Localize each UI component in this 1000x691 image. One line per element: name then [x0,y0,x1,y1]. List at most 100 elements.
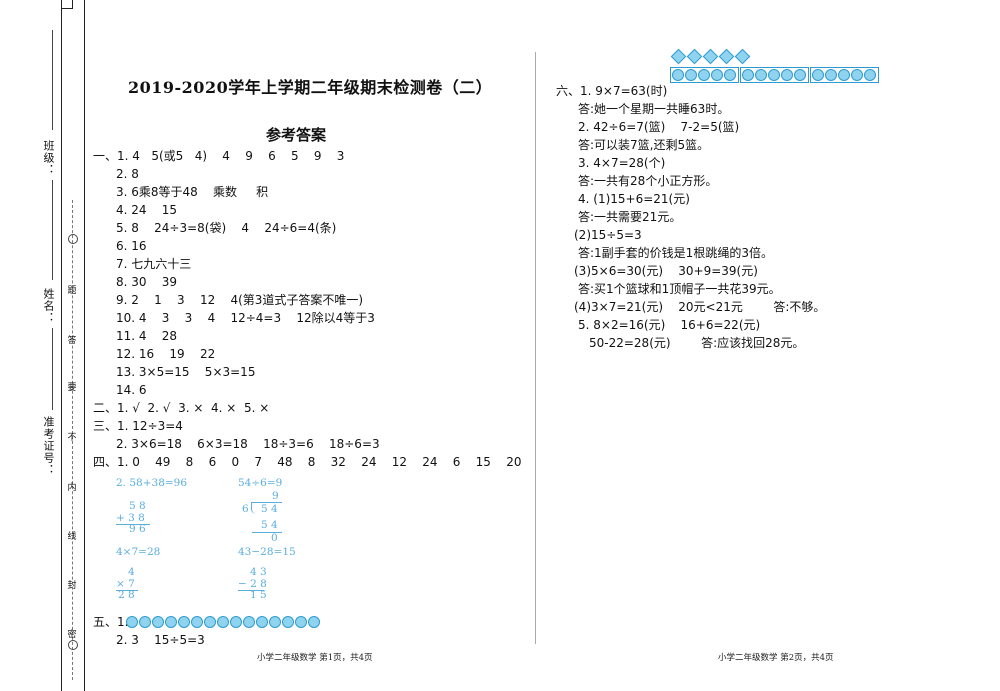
exam-id-label: 准考证号： [42,416,55,476]
answer-line: 答:一共有28个小正方形。 [578,174,718,188]
multiplication-row: × 7 [116,578,135,590]
circle-icon [308,616,320,628]
answer-line: 11. 4 28 [116,329,178,343]
seal-char: 内 [67,483,77,493]
subtraction-bar [238,590,264,591]
answer-line: 2. 8 [116,167,139,181]
name-label: 姓名： [42,288,55,324]
diamond-icon [686,48,703,65]
circle-icon [864,69,876,81]
circle-icon [165,616,177,628]
page2-footer: 小学二年级数学 第2页，共4页 [718,653,834,663]
multiplication-row: 4 [128,566,135,578]
seal-char: 不 [67,433,77,443]
seal-char: 线 [67,532,77,542]
circle-icon [742,69,754,81]
answer-line: 答:可以装7篮,还剩5篮。 [578,138,710,152]
addition-row: + 3 8 [116,512,145,524]
multiplication-bar [116,590,138,591]
seal-char: 密 [67,630,77,640]
addition-equation: 2. 58+38=96 [116,477,188,489]
answer-line: 2. 3 15÷5=3 [116,633,205,647]
answer-line: 5. 8 24÷3=8(袋) 4 24÷6=4(条) [116,221,337,235]
answer-line: 7. 七九六十三 [116,257,192,271]
circle-icon [768,69,780,81]
answer-line: 8. 30 39 [116,275,178,289]
circle-group [810,67,879,83]
seal-char: 答 [67,336,77,346]
subtraction-row: − 2 8 [238,578,267,590]
division-product: 5 4 [261,519,278,531]
answer-line: 3. 4×7=28(个) [578,156,666,170]
class-label: 班级： [42,140,55,176]
name-underline [52,180,53,280]
circle-icon [685,69,697,81]
diamond-icon [718,48,735,65]
diamond-icon [702,48,719,65]
answer-line: 3. 6乘8等于48 乘数 积 [116,185,269,199]
circle-group [740,67,809,83]
circle-icon [126,616,138,628]
answer-line: 六、1. 9×7=63(时) [556,84,668,98]
seal-char: 封 [67,581,77,591]
answer-line: 10. 4 3 3 4 12÷4=3 12除以4等于3 [116,311,375,325]
division-bar-top [252,502,282,503]
circle-icon [256,616,268,628]
seal-circle [68,234,78,244]
circle-icon [295,616,307,628]
seal-dashed-line [72,200,73,680]
answer-line: (3)5×6=30(元) 30+9=39(元) [574,264,758,278]
margin-line-left [61,0,62,691]
circle-icon [781,69,793,81]
answer-line: 五、1. [93,615,129,629]
circle-icon [724,69,736,81]
answer-line: 4. (1)15+6=21(元) [578,192,690,206]
class-underline [52,30,53,130]
circle-icon [269,616,281,628]
circle-icon [243,616,255,628]
answer-line: 二、1. √ 2. √ 3. × 4. × 5. × [93,401,270,415]
circle-icon [825,69,837,81]
circle-icon [812,69,824,81]
diamond-icon [670,48,687,65]
division-remainder: 0 [271,532,278,544]
answer-line: 13. 3×5=15 5×3=15 [116,365,256,379]
seal-char: 题 [67,286,77,296]
subtraction-result: 1 5 [250,589,267,601]
circle-icon [838,69,850,81]
answer-line: 2. 3×6=18 6×3=18 18÷3=6 18÷6=3 [116,437,380,451]
division-divisor: 6 [242,503,249,515]
addition-bar [116,524,150,525]
answer-line: 2. 42÷6=7(篮) 7-2=5(篮) [578,120,740,134]
grouped-circle-row [670,67,880,83]
answer-line: 6. 16 [116,239,147,253]
answer-line: 答:她一个星期一共睡63时。 [578,102,730,116]
circle-icon [282,616,294,628]
answer-line: 5. 8×2=16(元) 16+6=22(元) [578,318,761,332]
page-divider [535,52,536,644]
diamond-icon [734,48,751,65]
answer-line: 答:一共需要21元。 [578,210,682,224]
circle-icon [191,616,203,628]
multiplication-result: 2 8 [118,589,135,601]
circle-icon [755,69,767,81]
answer-line: 答:1副手套的价钱是1根跳绳的3倍。 [578,246,773,260]
seal-char: 要 [67,383,77,393]
margin-line-right [84,0,85,691]
page-title: 2019-2020学年上学期二年级期末检测卷（二） [128,78,493,97]
answer-line: (4)3×7=21(元) 20元<21元 答:不够。 [574,300,826,314]
answer-line: 一、1. 4 5(或5 4) 4 9 6 5 9 3 [93,149,345,163]
answer-key-heading: 参考答案 [266,126,327,144]
circle-icon [794,69,806,81]
answer-line: 三、1. 12÷3=4 [93,419,183,433]
answer-line: (2)15÷5=3 [574,228,642,242]
circle-icon [672,69,684,81]
addition-row: 5 8 [129,500,146,512]
circle-icon [152,616,164,628]
answer-line: 四、1. 0 49 8 6 0 7 48 8 32 24 12 24 6 15 … [93,455,522,469]
division-bar-bottom [252,532,282,533]
division-dividend: 5 4 [261,503,278,515]
circle-icon [698,69,710,81]
circle-icon [204,616,216,628]
answer-line: 9. 2 1 3 12 4(第3道式子答案不唯一) [116,293,364,307]
